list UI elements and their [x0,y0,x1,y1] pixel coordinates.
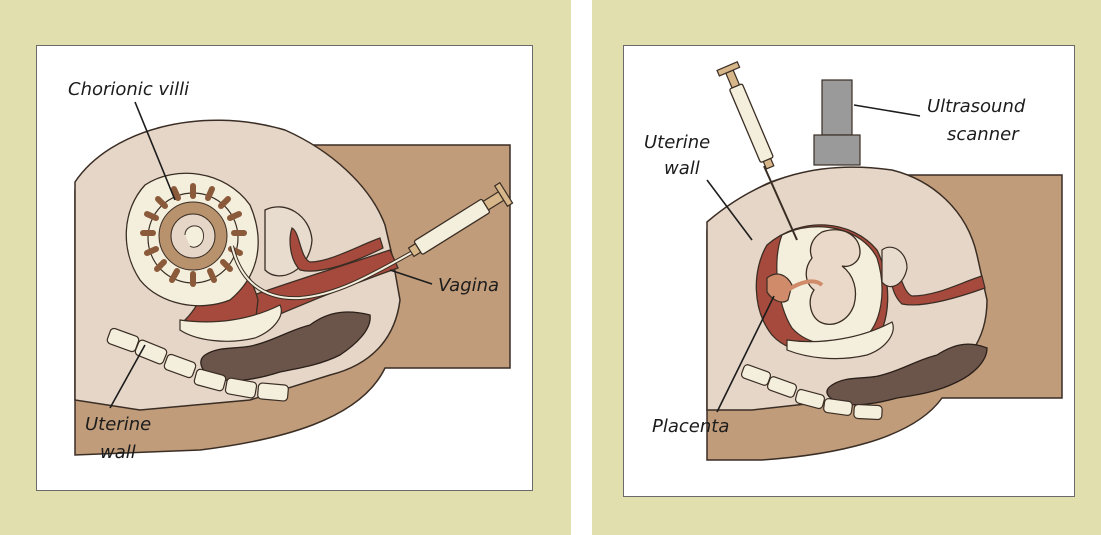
leader-uterine-wall-left [109,344,146,409]
leader-chorionic-villi [134,101,176,201]
label-uterine-wall-line1: Uterine [644,132,710,153]
leader-vagina [389,269,433,285]
label-uterine-wall-line2: wall [664,158,700,179]
label-placenta: Placenta [652,416,729,437]
label-chorionic-villi: Chorionic villi [68,79,189,100]
needle [763,165,798,241]
red-curl [289,227,384,272]
label-ultrasound-line1: Ultrasound [927,96,1026,117]
label-uterine-wall-line2: wall [100,442,136,463]
ultrasound-scanner [813,79,861,166]
right-panel: Ultrasound scanner Uterine wall Placenta [592,0,1101,535]
cvs-illustration: Chorionic villi Vagina Uterine wall [68,79,514,463]
leader-placenta [716,295,775,413]
umbilical-cord [786,279,824,292]
label-uterine-wall-line1: Uterine [85,414,151,435]
fetus [805,229,861,325]
amniocentesis-illustration: Ultrasound scanner Uterine wall Placenta [644,61,1063,461]
label-vagina: Vagina [438,275,499,296]
label-ultrasound-line2: scanner [947,124,1020,145]
syringe-right [716,61,775,170]
leader-ultrasound [853,104,921,117]
left-panel: Chorionic villi Vagina Uterine wall [0,0,571,535]
lower-membrane [786,321,894,360]
bladder [881,246,908,288]
red-curl [889,261,986,306]
syringe-left [407,181,514,258]
spine-bones [106,327,289,402]
leader-uterine-wall-right [706,179,753,241]
spine-bones [740,364,883,421]
lower-membrane [179,304,282,342]
chorionic-villi-ring [140,183,247,287]
placenta [766,273,793,303]
